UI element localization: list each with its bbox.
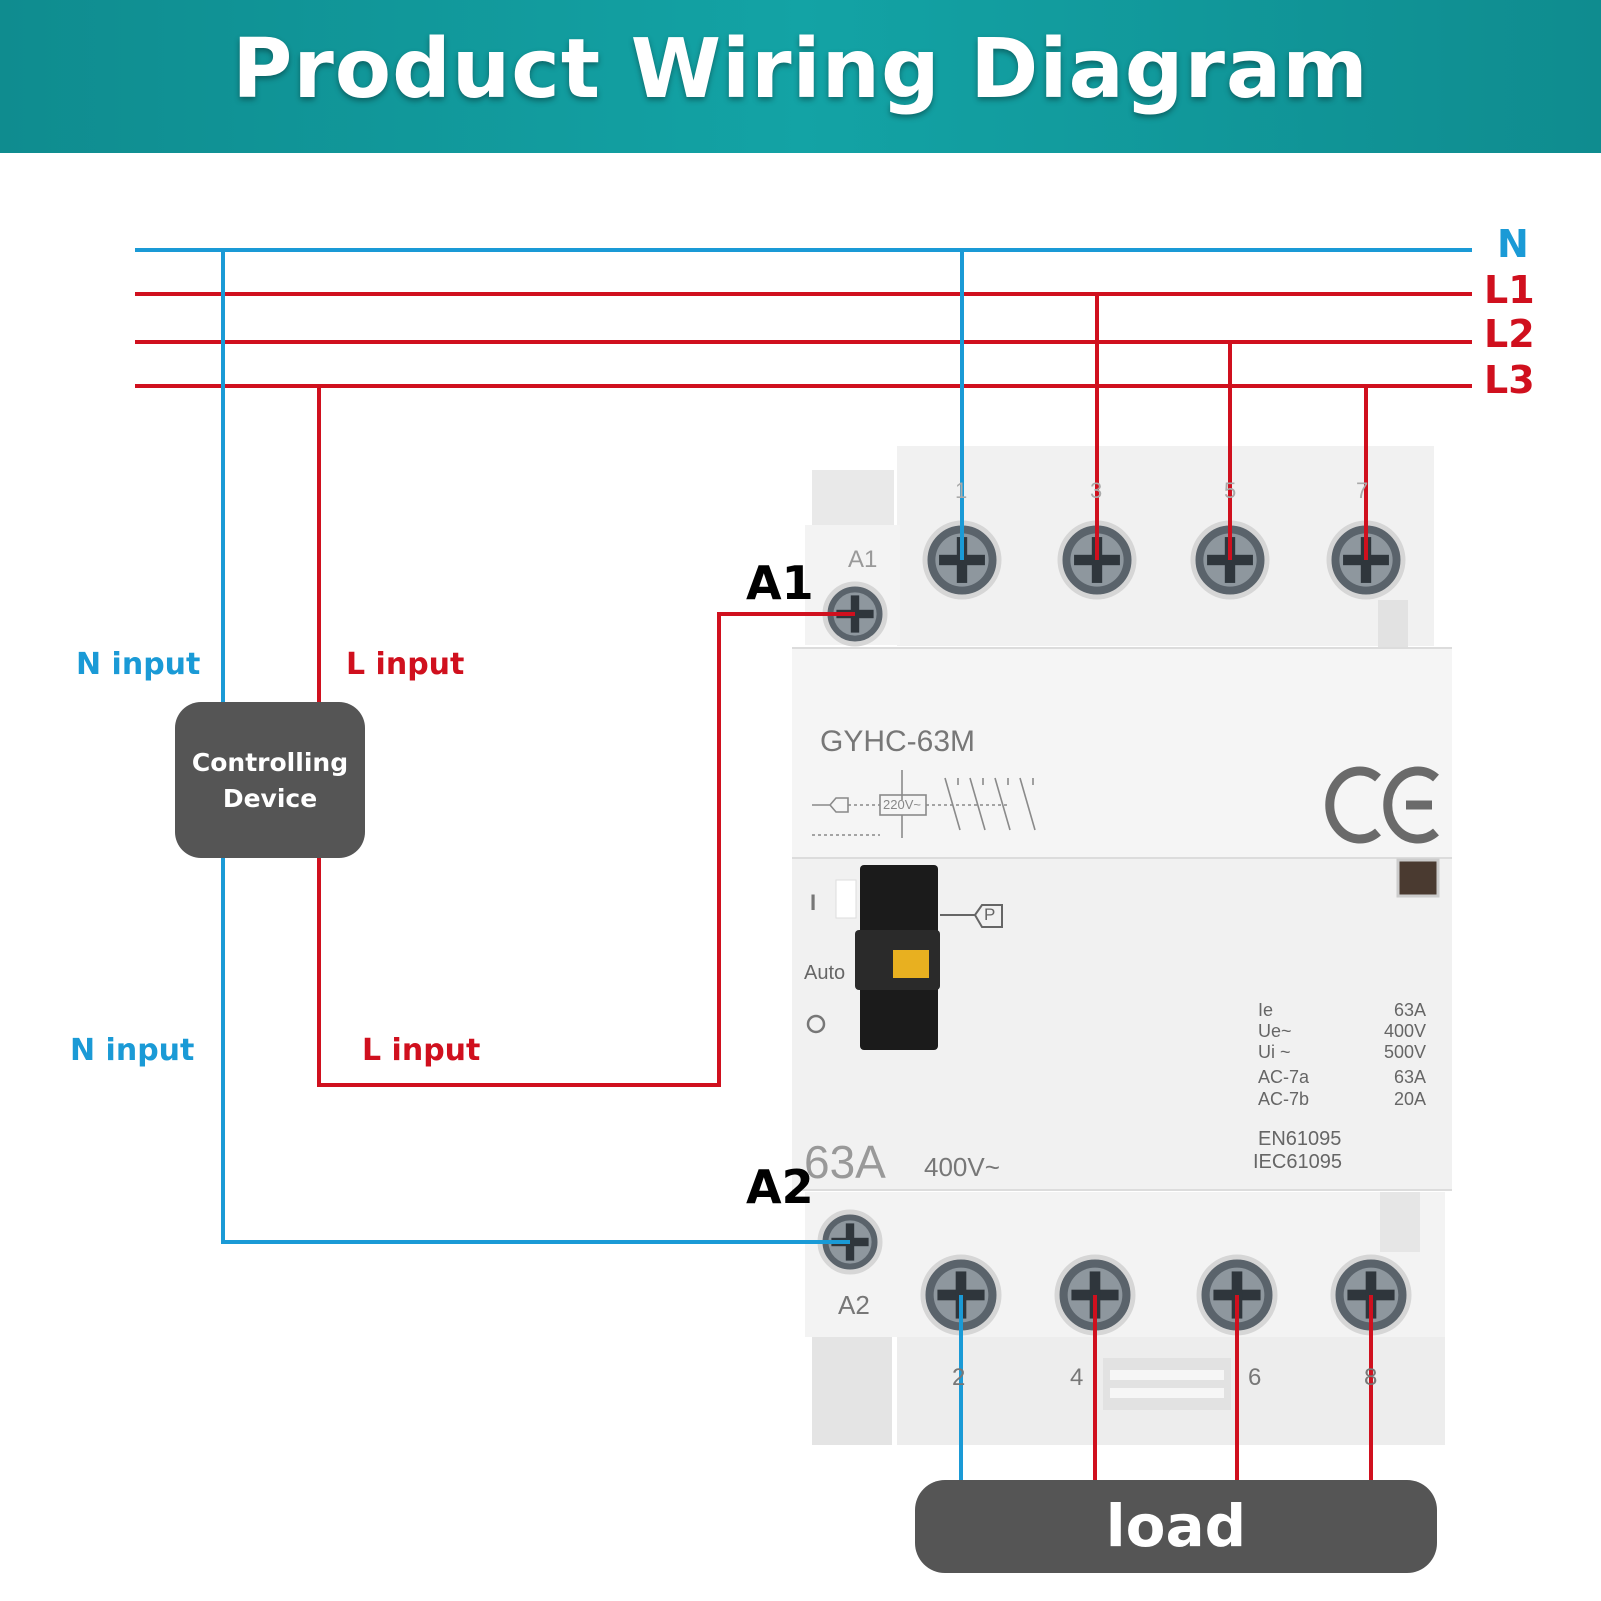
spec-key: Ie: [1258, 1000, 1274, 1020]
top-terminal-1: 1: [955, 478, 968, 503]
rating-voltage: 400V~: [924, 1152, 1000, 1182]
coil-terminal-a2-label: A2: [746, 1160, 814, 1214]
wire-controller-n-to-a2: [221, 857, 850, 1244]
device-schematic: [812, 770, 1036, 838]
l-input-label-bottom: L input: [362, 1033, 481, 1068]
header-banner: Product Wiring Diagram: [0, 0, 1601, 153]
top-terminal-5: 5: [1224, 478, 1237, 503]
device-model: GYHC-63M: [820, 725, 976, 758]
page-title: Product Wiring Diagram: [232, 22, 1369, 117]
spec-key: Ue~: [1258, 1021, 1292, 1041]
spec-value: 20A: [1393, 1089, 1426, 1109]
spec-key: Ui ~: [1258, 1042, 1291, 1062]
bus-label-l2: L2: [1484, 312, 1535, 356]
switch-auto-label: Auto: [804, 962, 846, 984]
top-terminal-7: 7: [1356, 478, 1369, 503]
switch-indicator: [893, 950, 929, 978]
controller-line1: Controlling: [191, 748, 349, 777]
bus-label-l3: L3: [1484, 358, 1535, 402]
bottom-terminal-6: 6: [1248, 1364, 1262, 1391]
top-terminal-3: 3: [1090, 478, 1103, 503]
controlling-device: Controlling Device: [175, 702, 365, 858]
bus-label-n: N: [1497, 222, 1529, 266]
n-input-label-top: N input: [76, 647, 201, 682]
load-box: load: [915, 1480, 1437, 1573]
spec-value: 63A: [1393, 1000, 1426, 1020]
wires: [135, 248, 1472, 1480]
bottom-terminal-2: 2: [952, 1364, 966, 1391]
l-input-label-top: L input: [346, 647, 465, 682]
ce-mark: [1325, 766, 1439, 844]
device-a2-mark: A2: [838, 1290, 870, 1320]
wire-controller-l-to-a1: [317, 612, 855, 1087]
contactor-device: [792, 446, 1452, 1445]
bus-label-l1: L1: [1484, 268, 1535, 312]
switch-p-mark: P: [984, 905, 996, 924]
bottom-terminal-8: 8: [1364, 1364, 1378, 1391]
device-a1-mark: A1: [848, 546, 878, 573]
controller-line2: Device: [222, 784, 318, 813]
coil-terminal-a1-label: A1: [746, 556, 814, 610]
standard-iec: IEC61095: [1253, 1151, 1342, 1173]
spec-value: 400V: [1383, 1021, 1426, 1041]
spec-key: AC-7b: [1258, 1089, 1310, 1109]
switch-on-mark: I: [810, 890, 817, 915]
spec-value: 500V: [1383, 1042, 1426, 1062]
standard-en: EN61095: [1258, 1128, 1342, 1150]
schematic-voltage: 220V~: [883, 797, 921, 812]
spec-value: 63A: [1393, 1067, 1426, 1087]
rating-current: 63A: [804, 1136, 886, 1188]
load-label: load: [1105, 1492, 1247, 1560]
n-input-label-bottom: N input: [70, 1033, 195, 1068]
spec-table: Ie 63A Ue~ 400V Ui ~ 500V AC-7a 63A AC-7b 20A: [1258, 1000, 1426, 1111]
bottom-terminal-4: 4: [1070, 1364, 1084, 1391]
spec-key: AC-7a: [1258, 1067, 1310, 1087]
